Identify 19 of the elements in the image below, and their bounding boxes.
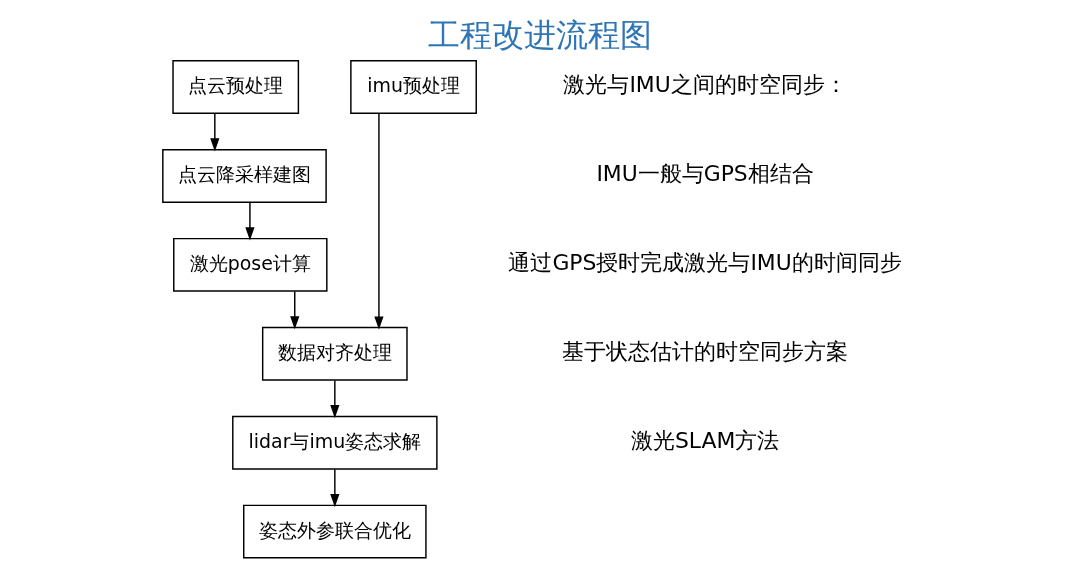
diagram-title: 工程改进流程图 — [428, 15, 652, 54]
arrow — [290, 290, 300, 330]
node-box: 点云降采样建图 — [162, 149, 327, 203]
label: 基于状态估计的时空同步方案 — [562, 338, 849, 364]
node-box: imu预处理 — [350, 60, 477, 114]
node-box: 激光pose计算 — [173, 237, 328, 292]
label: 激光与IMU之间的时空同步： — [563, 72, 847, 98]
arrow — [245, 201, 255, 241]
arrow — [210, 112, 220, 152]
label: 通过GPS授时完成激光与IMU的时间同步 — [508, 249, 902, 275]
arrow — [330, 468, 340, 508]
arrow — [374, 112, 384, 330]
node-box: 姿态外参联合优化 — [243, 504, 427, 559]
label: IMU一般与GPS相结合 — [596, 161, 814, 187]
arrow — [330, 379, 340, 419]
label: 激光SLAM方法 — [630, 427, 780, 453]
node-box: 点云预处理 — [172, 60, 300, 114]
node-box: lidar与imu姿态求解 — [232, 415, 438, 470]
node-box: 数据对齐处理 — [261, 326, 408, 381]
